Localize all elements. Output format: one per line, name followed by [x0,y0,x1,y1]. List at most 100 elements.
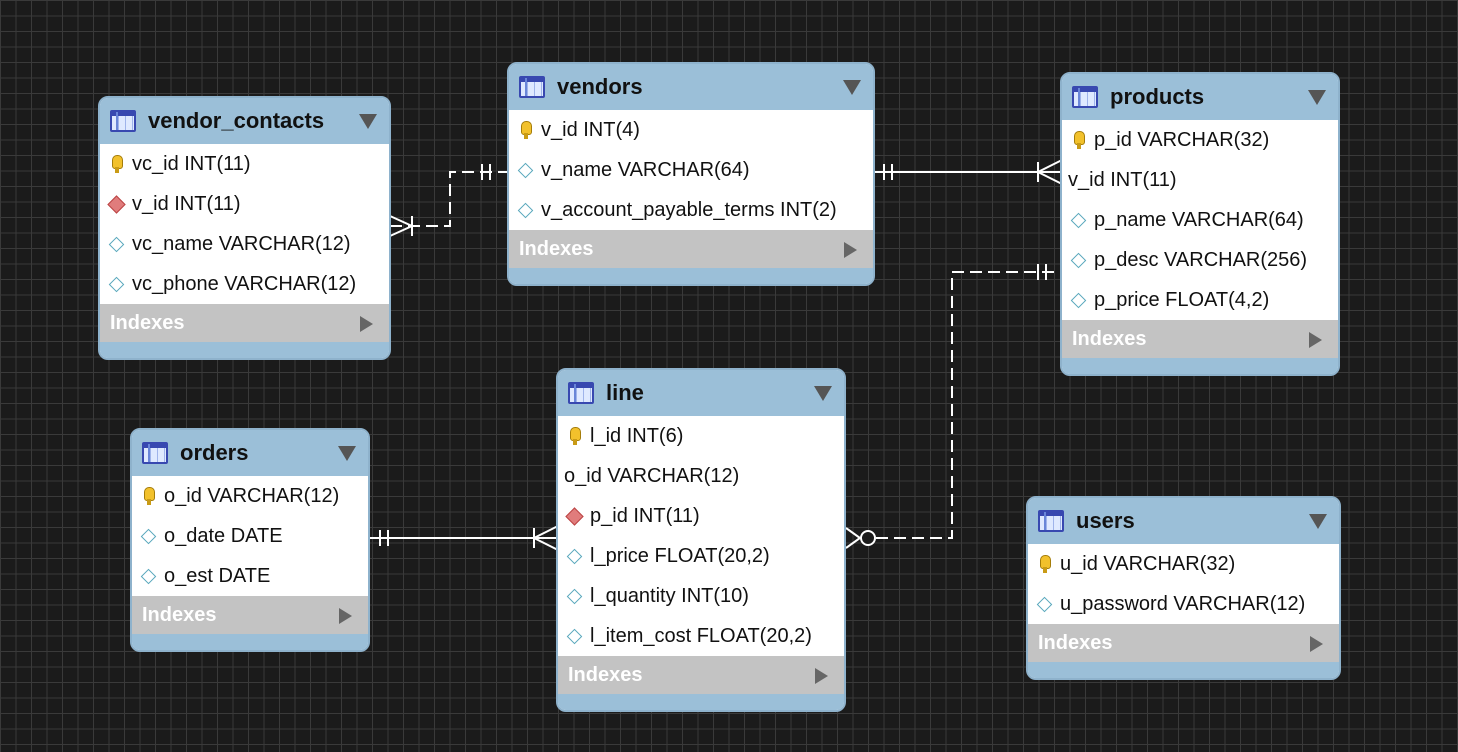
indexes-section[interactable]: Indexes [100,304,389,342]
expand-arrow-icon[interactable] [339,608,352,624]
expand-arrow-icon[interactable] [844,242,857,258]
table-icon [1072,86,1098,108]
expand-arrow-icon[interactable] [815,668,828,684]
attribute-icon [138,566,158,586]
collapse-toggle-icon[interactable] [359,114,377,129]
table-name: orders [180,440,249,465]
table-icon [142,442,168,464]
column-label: o_date DATE [164,524,283,547]
column-label: v_account_payable_terms INT(2) [541,198,837,221]
column-list: u_id VARCHAR(32) u_password VARCHAR(12) [1028,544,1339,624]
table-name: vendor_contacts [148,108,325,133]
column-label: o_id VARCHAR(12) [564,464,740,487]
column-list: p_id VARCHAR(32) v_id INT(11) p_name VAR… [1062,120,1338,320]
attribute-icon [1068,250,1088,270]
table-footer [132,634,368,650]
relationship-products-vendors[interactable] [874,159,1063,185]
column-list: vc_id INT(11) v_id INT(11) vc_name VARCH… [100,144,389,304]
table-users[interactable]: users u_id VARCHAR(32) u_password VARCHA… [1026,496,1341,680]
column-row[interactable]: v_account_payable_terms INT(2) [509,190,873,230]
collapse-toggle-icon[interactable] [338,446,356,461]
column-row[interactable]: p_id INT(11) [558,496,844,536]
column-label: v_id INT(11) [132,192,241,215]
expand-arrow-icon[interactable] [1310,636,1323,652]
column-row[interactable]: v_id INT(11) [100,184,389,224]
indexes-section[interactable]: Indexes [132,596,368,634]
column-label: o_est DATE [164,564,271,587]
column-row[interactable]: v_name VARCHAR(64) [509,150,873,190]
collapse-toggle-icon[interactable] [1308,90,1326,105]
column-list: l_id INT(6) o_id VARCHAR(12) p_id INT(11… [558,416,844,656]
table-line[interactable]: line l_id INT(6) o_id VARCHAR(12) p_id I… [556,368,846,712]
attribute-icon [1034,594,1054,614]
collapse-toggle-icon[interactable] [814,386,832,401]
column-label: p_price FLOAT(4,2) [1094,288,1270,311]
column-label: p_name VARCHAR(64) [1094,208,1304,231]
column-label: p_desc VARCHAR(256) [1094,248,1308,271]
attribute-icon [106,274,126,294]
column-row[interactable]: l_id INT(6) [558,416,844,456]
table-header[interactable]: line [558,370,844,416]
table-orders[interactable]: orders o_id VARCHAR(12) o_date DATE o_es… [130,428,370,652]
column-row[interactable]: o_date DATE [132,516,368,556]
table-vendors[interactable]: vendors v_id INT(4) v_name VARCHAR(64) v… [507,62,875,286]
column-row[interactable]: l_item_cost FLOAT(20,2) [558,616,844,656]
column-row[interactable]: v_id INT(11) [1062,160,1338,200]
column-row[interactable]: u_id VARCHAR(32) [1028,544,1339,584]
attribute-icon [106,234,126,254]
table-icon [110,110,136,132]
column-label: p_id VARCHAR(32) [1094,128,1270,151]
column-label: l_quantity INT(10) [590,584,749,607]
indexes-section[interactable]: Indexes [1062,320,1338,358]
column-label: p_id INT(11) [590,504,700,527]
relationship-vendor-contacts-vendors[interactable] [389,164,512,237]
table-header[interactable]: orders [132,430,368,476]
indexes-label: Indexes [519,237,594,260]
indexes-label: Indexes [1072,327,1147,350]
column-row[interactable]: p_price FLOAT(4,2) [1062,280,1338,320]
table-vendor-contacts[interactable]: vendor_contacts vc_id INT(11) v_id INT(1… [98,96,391,360]
expand-arrow-icon[interactable] [1309,332,1322,348]
column-row[interactable]: p_name VARCHAR(64) [1062,200,1338,240]
expand-arrow-icon[interactable] [360,316,373,332]
column-label: vc_name VARCHAR(12) [132,232,351,255]
indexes-section[interactable]: Indexes [558,656,844,694]
collapse-toggle-icon[interactable] [1309,514,1327,529]
collapse-toggle-icon[interactable] [843,80,861,95]
table-name: vendors [557,74,643,99]
column-row[interactable]: l_quantity INT(10) [558,576,844,616]
table-icon [568,382,594,404]
column-row[interactable]: p_id VARCHAR(32) [1062,120,1338,160]
column-label: u_id VARCHAR(32) [1060,552,1236,575]
column-list: v_id INT(4) v_name VARCHAR(64) v_account… [509,110,873,230]
primary-key-icon [515,120,535,140]
table-header[interactable]: vendor_contacts [100,98,389,144]
table-header[interactable]: vendors [509,64,873,110]
indexes-section[interactable]: Indexes [509,230,873,268]
column-row[interactable]: o_est DATE [132,556,368,596]
column-row[interactable]: u_password VARCHAR(12) [1028,584,1339,624]
column-row[interactable]: vc_id INT(11) [100,144,389,184]
relationship-line-orders[interactable] [370,525,559,551]
attribute-icon [1068,210,1088,230]
table-header[interactable]: products [1062,74,1338,120]
relationship-line-products[interactable] [845,264,1062,549]
column-row[interactable]: o_id VARCHAR(12) [132,476,368,516]
indexes-label: Indexes [110,311,185,334]
column-row[interactable]: vc_name VARCHAR(12) [100,224,389,264]
column-row[interactable]: p_desc VARCHAR(256) [1062,240,1338,280]
column-row[interactable]: o_id VARCHAR(12) [558,456,844,496]
column-row[interactable]: v_id INT(4) [509,110,873,150]
attribute-icon [564,626,584,646]
indexes-section[interactable]: Indexes [1028,624,1339,662]
column-row[interactable]: vc_phone VARCHAR(12) [100,264,389,304]
table-footer [1062,358,1338,374]
attribute-icon [1068,290,1088,310]
indexes-label: Indexes [142,603,217,626]
table-products[interactable]: products p_id VARCHAR(32) v_id INT(11) p… [1060,72,1340,376]
column-row[interactable]: l_price FLOAT(20,2) [558,536,844,576]
table-footer [1028,662,1339,678]
table-header[interactable]: users [1028,498,1339,544]
table-footer [558,694,844,710]
